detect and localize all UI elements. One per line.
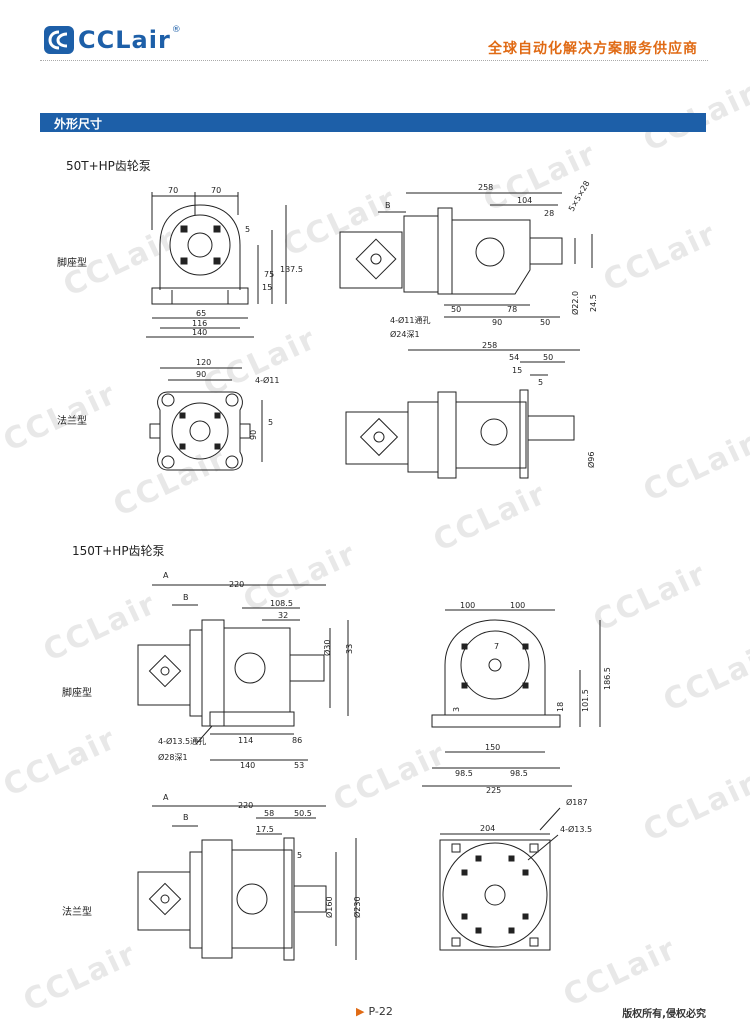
dim-label: 15 (512, 366, 522, 375)
dim-label: 7 (494, 642, 499, 651)
dim-label: 225 (486, 786, 501, 795)
dim-label: 75 (264, 270, 274, 279)
dim-label: 137.5 (280, 265, 303, 274)
page-header: CCLair ® 全球自动化解决方案服务供应商 (0, 0, 750, 66)
dim-label: 33 (345, 644, 354, 654)
dim-label: 50.5 (294, 809, 312, 818)
pump-title-50t: 50T+HP齿轮泵 (66, 159, 151, 173)
dim-label: 120 (196, 358, 211, 367)
section-title: 外形尺寸 (54, 117, 103, 131)
company-slogan: 全球自动化解决方案服务供应商 (488, 41, 698, 57)
dim-label: 50 (543, 353, 553, 362)
drawing-50t-foot-front: 70 70 65 116 140 5 15 75 137.5 (146, 186, 303, 338)
dim-label: 104 (517, 196, 532, 205)
drawing-150t-foot-front: 100 100 7 186.5 101.5 3 18 150 98.5 98.5… (422, 601, 612, 795)
dim-label: 140 (192, 328, 207, 337)
dim-label: 5 (297, 851, 302, 860)
dim-label: 90 (492, 318, 502, 327)
section-title-bar: 外形尺寸 (40, 113, 706, 132)
dim-label: 5×5×28 (567, 179, 592, 213)
page-number-text: P-22 (368, 1005, 393, 1018)
dim-label: 54 (509, 353, 519, 362)
dim-label: 4-Ø13.5通孔 (158, 736, 206, 746)
dim-label: 18 (556, 702, 565, 712)
registered-mark: ® (171, 25, 181, 35)
copyright-notice: 版权所有,侵权必究 (622, 1009, 706, 1020)
triangle-right-icon: ▶ (356, 1005, 365, 1018)
dim-label: 4-Ø13.5 (560, 824, 592, 834)
mount-label-flange: 法兰型 (57, 416, 87, 427)
dim-label: 101.5 (581, 689, 590, 712)
dim-label: 32 (278, 611, 288, 620)
dim-label: 53 (294, 761, 304, 770)
dim-label: A (163, 793, 169, 802)
dim-label: 100 (460, 601, 475, 610)
mount-label-flange: 法兰型 (62, 907, 92, 918)
dim-label: B (183, 593, 189, 602)
dim-label: Ø96 (586, 452, 596, 468)
dim-label: 204 (480, 824, 495, 833)
dim-label: B (183, 813, 189, 822)
dim-label: 98.5 (510, 769, 528, 778)
dim-label: 114 (238, 736, 253, 745)
pump-title-150t: 150T+HP齿轮泵 (72, 544, 165, 558)
logo-icon (44, 26, 74, 54)
dim-label: 17.5 (256, 825, 274, 834)
drawing-50t-foot-side: 258 104 B 28 5×5×28 50 78 90 50 4-Ø11通孔 … (339, 179, 598, 339)
dim-label: 4-Ø11通孔 (390, 315, 430, 325)
dim-label: 24.5 (589, 294, 598, 312)
dim-label: 258 (482, 341, 497, 350)
mount-label-foot: 脚座型 (62, 688, 92, 699)
dim-label: 70 (168, 186, 178, 195)
header-divider (40, 60, 708, 61)
dim-label: 150 (485, 743, 500, 752)
dim-label: 258 (478, 183, 493, 192)
drawing-50t-flange-side: 258 54 50 15 5 Ø96 (345, 341, 596, 479)
dim-label: 4-Ø11 (255, 375, 279, 385)
dim-label: 140 (240, 761, 255, 770)
dim-label: 58 (264, 809, 274, 818)
dim-label: 90 (249, 430, 258, 440)
dim-label: 5 (245, 225, 250, 234)
dim-label: 3 (452, 707, 461, 712)
dim-label: 70 (211, 186, 221, 195)
dim-label: 50 (451, 305, 461, 314)
dim-label: Ø28深1 (158, 752, 188, 762)
dim-label: 86 (292, 736, 302, 745)
dim-label: 78 (507, 305, 517, 314)
dim-label: Ø30 (322, 640, 332, 656)
dim-label: A (163, 571, 169, 580)
page-number: ▶P-22 (356, 1005, 393, 1018)
dim-label: 15 (262, 283, 272, 292)
dim-label: 65 (196, 309, 206, 318)
dim-label: 28 (544, 209, 554, 218)
dim-label: 5 (538, 378, 543, 387)
drawing-50t-flange-front: 120 90 4-Ø11 5 90 (149, 358, 279, 471)
dim-label: Ø160 (324, 896, 334, 918)
drawing-150t-flange-side: A B 220 58 50.5 17.5 5 Ø160 Ø230 (137, 793, 362, 961)
dim-label: 50 (540, 318, 550, 327)
mount-label-foot: 脚座型 (57, 258, 87, 269)
dim-label: 116 (192, 319, 207, 328)
dim-label: 90 (196, 370, 206, 379)
dim-label: Ø24深1 (390, 329, 420, 339)
brand-logo: CCLair ® (44, 25, 181, 54)
dim-label: Ø22.0 (570, 291, 580, 315)
dim-label: 108.5 (270, 599, 293, 608)
dim-label: B (385, 201, 391, 210)
dim-label: 98.5 (455, 769, 473, 778)
logo-text: CCLair (78, 26, 171, 54)
dim-label: 100 (510, 601, 525, 610)
dim-label: Ø230 (352, 896, 362, 918)
dim-label: Ø187 (566, 797, 588, 807)
dim-label: 5 (268, 418, 273, 427)
drawing-150t-foot-side: A B 220 108.5 32 Ø30 33 114 86 140 53 4-… (137, 571, 354, 770)
drawing-150t-flange-front: 204 Ø187 4-Ø13.5 (439, 797, 592, 951)
dim-label: 186.5 (603, 667, 612, 690)
